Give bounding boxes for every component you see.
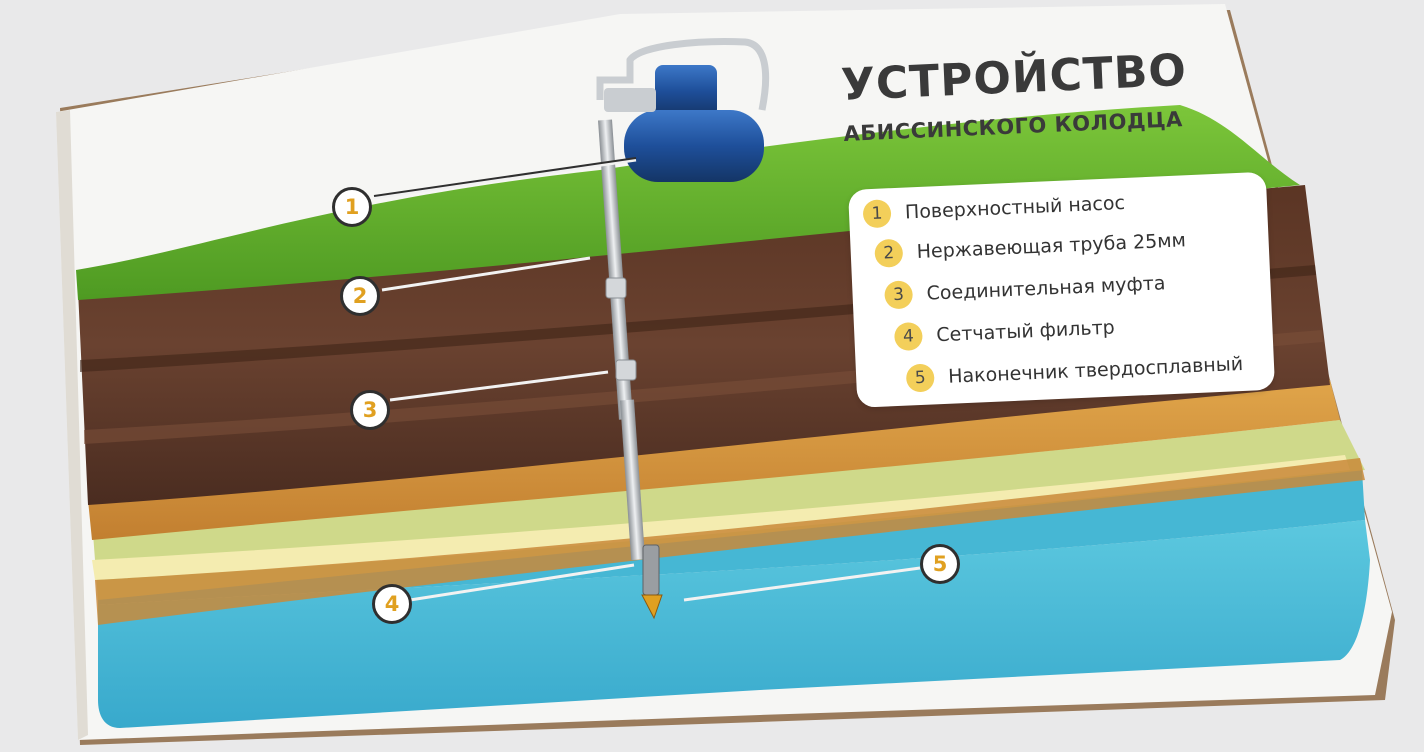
well-pipe-lower bbox=[620, 399, 646, 561]
legend-item: 1 Поверхностный насос bbox=[862, 188, 1125, 229]
coupling-2 bbox=[615, 359, 637, 381]
page-edge bbox=[56, 110, 88, 740]
legend-item: 2 Нержавеющая труба 25мм bbox=[874, 225, 1186, 269]
clay-layer bbox=[88, 380, 1340, 540]
legend-badge: 3 bbox=[884, 280, 914, 310]
callout-4: 4 bbox=[372, 584, 412, 624]
legend-label: Сетчатый фильтр bbox=[935, 316, 1116, 347]
grass-layer bbox=[76, 105, 1300, 300]
well-pipe bbox=[598, 119, 633, 420]
legend-badge: 4 bbox=[893, 321, 924, 352]
callout-5: 5 bbox=[920, 544, 960, 584]
legend-item: 5 Наконечник твердосплавный bbox=[905, 349, 1244, 394]
legend-badge: 2 bbox=[874, 238, 904, 268]
legend-badge: 1 bbox=[862, 199, 892, 229]
callout-2: 2 bbox=[340, 276, 380, 316]
legend-label: Поверхностный насос bbox=[904, 191, 1126, 224]
legend-label: Нержавеющая труба 25мм bbox=[916, 229, 1187, 264]
legend-item: 3 Соединительная муфта bbox=[884, 268, 1166, 310]
legend-badge: 5 bbox=[905, 363, 935, 393]
drill-tip bbox=[641, 594, 663, 620]
pump-motor bbox=[655, 65, 717, 117]
legend-label: Соединительная муфта bbox=[926, 272, 1166, 305]
pump-tank bbox=[624, 110, 764, 182]
legend-box: 1 Поверхностный насос 2 Нержавеющая труб… bbox=[848, 171, 1276, 408]
leader-lines bbox=[373, 157, 921, 602]
coupling-1 bbox=[605, 277, 627, 299]
water-layer bbox=[98, 520, 1370, 728]
callout-1: 1 bbox=[332, 187, 372, 227]
clay-lower bbox=[95, 458, 1365, 625]
mesh-filter bbox=[642, 544, 660, 596]
pump-pipe bbox=[596, 38, 770, 111]
legend-label: Наконечник твердосплавный bbox=[947, 352, 1244, 388]
sand-stripe bbox=[92, 455, 1350, 580]
legend-item: 4 Сетчатый фильтр bbox=[893, 313, 1116, 353]
pump-head bbox=[604, 88, 656, 112]
callout-3: 3 bbox=[350, 390, 390, 430]
